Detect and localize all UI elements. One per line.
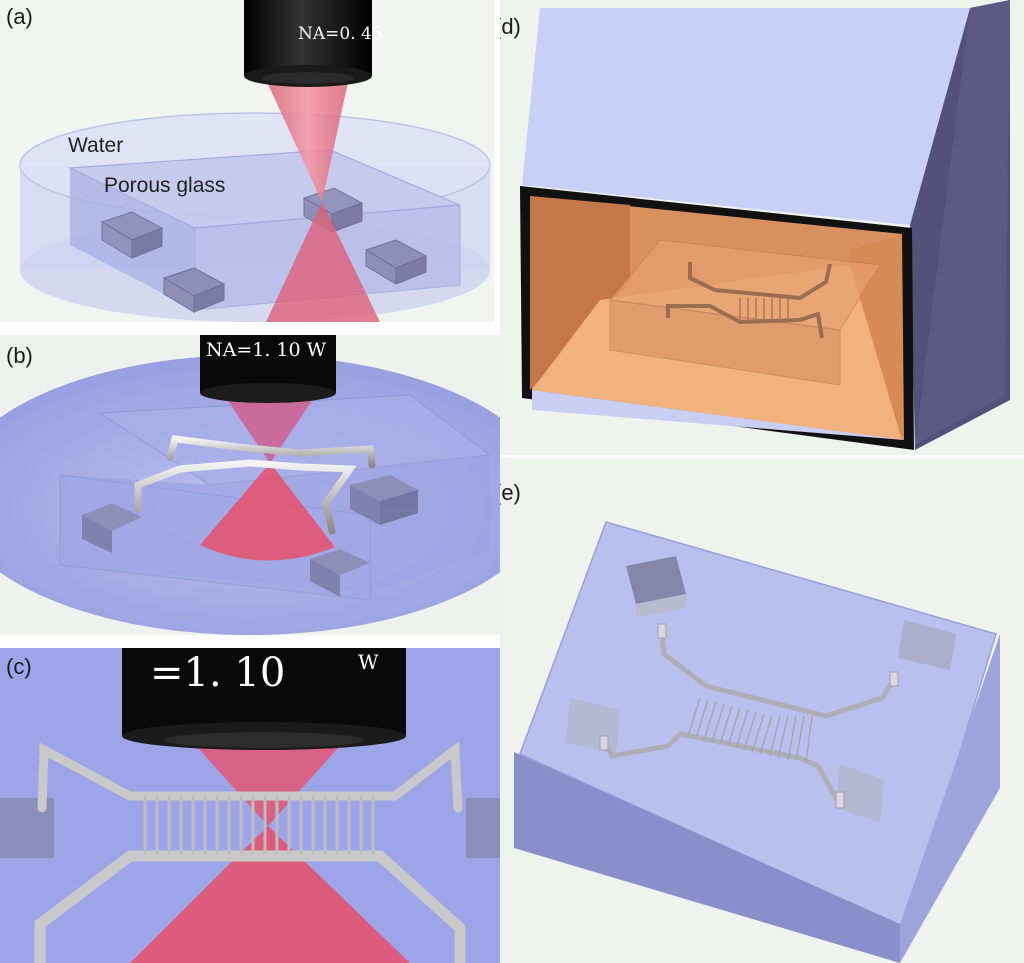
panel-a: (a) NA=0. 45 Water Porous glass <box>0 0 494 322</box>
panel-b-illustration <box>0 335 500 635</box>
panel-label-e: (e) <box>500 480 521 505</box>
objective-lens <box>244 0 372 76</box>
laser-beam <box>198 748 338 826</box>
panel-a-illustration <box>19 0 491 322</box>
glass-block-front <box>514 752 900 963</box>
panel-c-illustration <box>0 648 500 963</box>
panel-d: (d) <box>500 0 1024 455</box>
laser-beam <box>224 395 316 463</box>
panel-label-d: (d) <box>500 14 521 39</box>
panel-c: (c) =1. 10 W <box>0 648 500 963</box>
panel-label-c: (c) <box>6 654 32 679</box>
reservoir-cube <box>626 556 686 618</box>
laser-beam-diverging <box>130 826 410 963</box>
objective-na-suffix: W <box>358 650 379 674</box>
chamber-top <box>522 8 970 225</box>
reservoir-cube <box>100 211 164 259</box>
microchannel-array <box>687 697 813 763</box>
microchannel <box>34 741 466 963</box>
reservoir-cube <box>836 764 884 822</box>
porous-glass-label: Porous glass <box>104 174 226 197</box>
reservoir-cube <box>310 549 370 597</box>
objective-lens <box>122 648 406 736</box>
panel-label-a: (a) <box>6 4 33 29</box>
reservoir-cube <box>162 267 226 313</box>
laser-beam <box>267 82 348 202</box>
laser-beam-diverging <box>200 463 335 561</box>
reservoir-cube <box>364 239 428 285</box>
microchannel <box>134 435 376 535</box>
panel-label-b: (b) <box>6 343 33 368</box>
objective-na-label: NA=1. 10 W <box>206 339 327 361</box>
objective-na-label: NA=0. 45 <box>298 24 383 44</box>
water-label: Water <box>68 134 124 157</box>
panel-b: (b) NA=1. 10 W <box>0 335 500 635</box>
panel-e-illustration <box>514 521 1000 963</box>
panel-d-illustration <box>520 0 1010 450</box>
microchannel-array <box>143 796 375 854</box>
microchannel <box>666 262 832 339</box>
panel-e: (e) <box>500 458 1024 963</box>
laser-beam-diverging <box>266 202 380 322</box>
reservoir-cube <box>466 798 500 858</box>
reservoir-cube <box>82 503 142 553</box>
reservoir-cube <box>350 475 418 525</box>
microchannel <box>601 627 897 807</box>
glass-block-top <box>520 522 996 928</box>
reservoir-cube <box>898 620 956 670</box>
objective-na-label: =1. 10 <box>150 650 286 696</box>
